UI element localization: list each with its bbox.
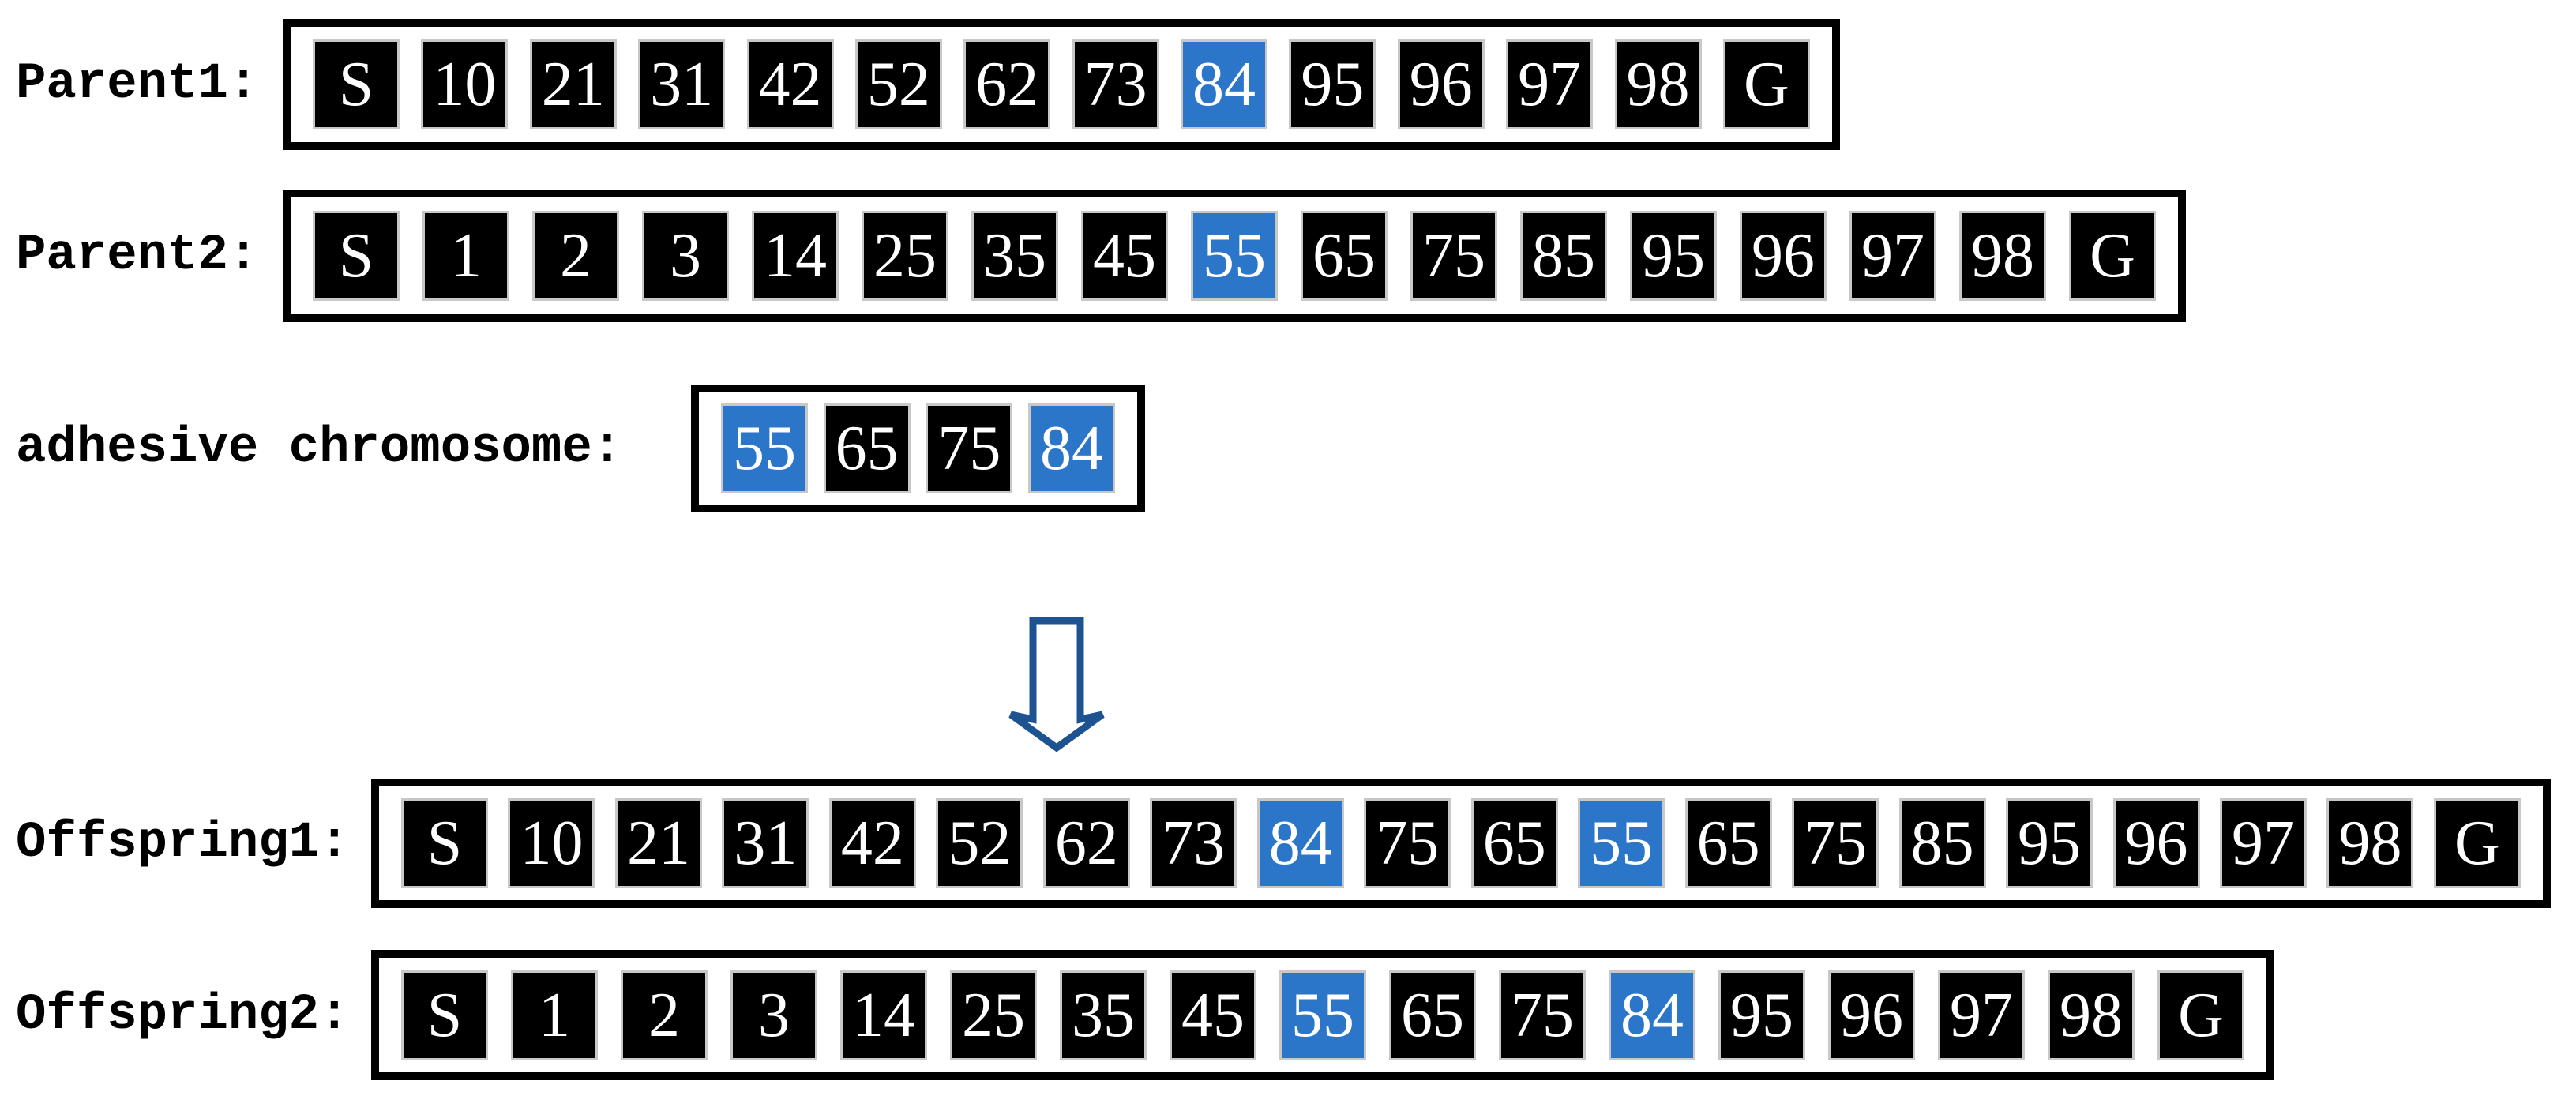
gene-cell: 84 [1027, 403, 1115, 493]
gene-cell: 25 [950, 970, 1037, 1060]
gene-cell: G [2433, 798, 2521, 888]
gene-cell: 97 [1849, 211, 1936, 301]
gene-cell: 1 [511, 970, 598, 1060]
parent2-label: Parent2: [16, 227, 259, 284]
gene-cell: S [401, 970, 488, 1060]
gene-cell: 2 [621, 970, 708, 1060]
gene-cell: 55 [1279, 970, 1366, 1060]
gene-cell: 21 [529, 39, 617, 129]
gene-cell: 3 [642, 211, 729, 301]
down-arrow-icon [1008, 617, 1105, 752]
gene-cell: 31 [638, 39, 726, 129]
gene-cell: 65 [1684, 798, 1772, 888]
adhesive-chromosome-label: adhesive chromosome: [16, 420, 623, 477]
gene-cell: 65 [1301, 211, 1388, 301]
gene-cell: 75 [1499, 970, 1586, 1060]
gene-cell: 84 [1256, 798, 1344, 888]
gene-cell: 95 [1718, 970, 1805, 1060]
gene-cell: 3 [730, 970, 817, 1060]
gene-cell: 62 [963, 39, 1051, 129]
gene-cell: 98 [2048, 970, 2135, 1060]
offspring1-label: Offspring1: [16, 815, 350, 872]
gene-cell: 45 [1170, 970, 1256, 1060]
gene-cell: 95 [2006, 798, 2093, 888]
gene-cell: 55 [1578, 798, 1665, 888]
parent1-label: Parent1: [16, 56, 259, 113]
gene-cell: 84 [1181, 39, 1267, 129]
gene-cell: 10 [421, 39, 509, 129]
gene-cell: 97 [2219, 798, 2307, 888]
gene-cell: S [313, 39, 400, 129]
gene-cell: 25 [862, 211, 948, 301]
gene-cell: 97 [1938, 970, 2025, 1060]
gene-cell: 52 [854, 39, 942, 129]
gene-cell: 21 [614, 798, 702, 888]
gene-cell: 52 [936, 798, 1023, 888]
gene-cell: 45 [1081, 211, 1168, 301]
gene-cell: 85 [1520, 211, 1607, 301]
offspring2-label: Offspring2: [16, 986, 350, 1044]
gene-cell: 95 [1289, 39, 1376, 129]
gene-cell: 73 [1072, 39, 1159, 129]
gene-cell: 84 [1609, 970, 1695, 1060]
gene-cell: 73 [1150, 798, 1237, 888]
gene-cell: 10 [508, 798, 595, 888]
gene-cell: 65 [1389, 970, 1476, 1060]
gene-cell: 62 [1042, 798, 1130, 888]
gene-cell: 65 [1470, 798, 1558, 888]
gene-cell: 75 [1792, 798, 1879, 888]
gene-cell: S [401, 798, 488, 888]
gene-cell: 98 [1959, 211, 2046, 301]
gene-cell: 55 [1191, 211, 1278, 301]
gene-cell: 31 [722, 798, 809, 888]
gene-cell: 42 [828, 798, 916, 888]
gene-cell: 2 [532, 211, 619, 301]
gene-cell: 96 [2112, 798, 2200, 888]
gene-cell: G [1722, 39, 1810, 129]
gene-cell: 65 [823, 403, 911, 493]
gene-cell: 96 [1740, 211, 1827, 301]
gene-cell: G [2157, 970, 2244, 1060]
gene-cell: 75 [1364, 798, 1451, 888]
gene-cell: 85 [1898, 798, 1986, 888]
gene-cell: 98 [2326, 798, 2414, 888]
gene-cell: 1 [422, 211, 509, 301]
gene-cell: 14 [840, 970, 927, 1060]
gene-cell: 97 [1506, 39, 1594, 129]
gene-cell: 55 [721, 403, 808, 493]
gene-cell: 75 [1410, 211, 1497, 301]
gene-cell: G [2069, 211, 2156, 301]
gene-cell: 35 [971, 211, 1058, 301]
gene-cell: 75 [926, 403, 1013, 493]
gene-cell: 96 [1397, 39, 1485, 129]
gene-cell: 95 [1630, 211, 1717, 301]
gene-cell: S [313, 211, 400, 301]
gene-cell: 35 [1060, 970, 1147, 1060]
gene-cell: 98 [1614, 39, 1702, 129]
gene-cell: 42 [746, 39, 834, 129]
gene-cell: 96 [1828, 970, 1915, 1060]
gene-cell: 14 [752, 211, 839, 301]
